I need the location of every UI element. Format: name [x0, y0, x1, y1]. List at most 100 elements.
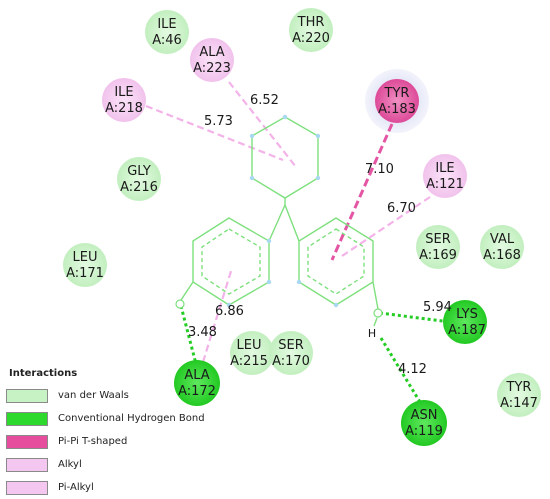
cyclohexane-ring	[251, 116, 319, 199]
residue-ile218[interactable]: ILE A:218	[102, 78, 146, 122]
line-tyr183-ring	[330, 123, 394, 261]
residue-disc	[102, 78, 146, 122]
legend-label: van der Waals	[58, 390, 129, 401]
residue-ser170[interactable]: SER A:170	[269, 331, 313, 375]
residue-chain: A:170	[272, 354, 310, 369]
distance-ala172-ring: 6.86	[215, 304, 244, 319]
distance-lys187: 5.94	[423, 300, 452, 315]
heteroatoms: O O H	[175, 299, 383, 340]
residue-tyr147[interactable]: TYR A:147	[497, 373, 541, 417]
atom-dot	[315, 175, 321, 181]
residue-disc	[230, 331, 274, 375]
residue-name: LEU	[73, 250, 98, 265]
atom-dot	[296, 279, 302, 285]
residue-disc	[174, 360, 220, 406]
atom-dot	[315, 133, 321, 139]
residue-name: SER	[425, 232, 451, 247]
atom-dot	[249, 133, 255, 139]
residue-lys187[interactable]: LYS A:187	[443, 300, 487, 344]
legend: Interactions van der Waals Conventional …	[6, 368, 206, 499]
bond-carbon-right-phenyl	[284, 204, 300, 242]
distance-asn119: 4.12	[398, 362, 427, 377]
residue-name: ALA	[199, 45, 224, 60]
residue-chain: A:171	[66, 266, 104, 281]
atom-dot	[266, 279, 272, 285]
residue-name: THR	[297, 15, 325, 30]
residue-name: SER	[278, 338, 304, 353]
legend-label: Pi-Pi T-shaped	[58, 436, 128, 447]
residue-gly216[interactable]: GLY A:216	[117, 157, 161, 201]
residue-name: VAL	[490, 232, 515, 247]
residue-asn119[interactable]: ASN A:119	[401, 400, 447, 446]
residue-chain: A:119	[405, 424, 443, 439]
residue-disc	[269, 331, 313, 375]
ligand-structure	[180, 116, 379, 327]
residue-disc	[423, 154, 467, 198]
residue-disc	[63, 243, 107, 287]
residues: ILE A:46 THR A:220 ALA A:223 ILE A:218 T…	[63, 8, 541, 446]
legend-item-pi-pi-tshaped: Pi-Pi T-shaped	[6, 430, 206, 453]
residue-disc	[289, 8, 333, 52]
line-ile121-ring	[341, 196, 431, 257]
legend-swatch	[6, 411, 48, 426]
atom-dot	[226, 302, 232, 308]
residue-chain: A:223	[193, 61, 231, 76]
residue-leu215[interactable]: LEU A:215	[230, 331, 274, 375]
residue-name: TYR	[384, 86, 410, 101]
residue-thr220[interactable]: THR A:220	[289, 8, 333, 52]
residue-name: LYS	[456, 307, 478, 322]
atom-dots	[226, 114, 339, 308]
residue-ile121[interactable]: ILE A:121	[423, 154, 467, 198]
residue-name: ASN	[411, 408, 438, 423]
hydrogen-label: H	[368, 327, 376, 340]
line-asn119-hydrogen	[379, 337, 422, 403]
residue-chain: A:147	[500, 396, 538, 411]
residue-disc	[190, 38, 234, 82]
distance-ile121: 6.70	[387, 201, 416, 216]
bond-carbon-left-phenyl	[268, 204, 286, 242]
residue-ile46[interactable]: ILE A:46	[145, 10, 189, 54]
residue-disc	[145, 10, 189, 54]
oxygen-right-atom	[373, 308, 383, 318]
residue-ser169[interactable]: SER A:169	[416, 225, 460, 269]
distance-labels: 5.73 6.52 7.10 6.70 6.86 3.48 5.94 4.12	[188, 93, 452, 377]
residue-name: GLY	[127, 164, 151, 179]
residue-disc	[416, 225, 460, 269]
residue-chain: A:218	[105, 101, 143, 116]
residue-chain: A:172	[178, 384, 216, 399]
residue-name: ILE	[435, 161, 454, 176]
distance-ile218: 5.73	[204, 114, 233, 129]
residue-chain: A:216	[120, 180, 158, 195]
residue-name: LEU	[237, 338, 262, 353]
distance-ala223: 6.52	[250, 93, 279, 108]
legend-swatch	[6, 388, 48, 403]
residue-val168[interactable]: VAL A:168	[480, 225, 524, 269]
interaction-lines	[145, 81, 451, 403]
legend-swatch	[6, 457, 48, 472]
atom-dot	[333, 302, 339, 308]
residue-ala223[interactable]: ALA A:223	[190, 38, 234, 82]
legend-item-alkyl: Alkyl	[6, 453, 206, 476]
residue-disc	[443, 300, 487, 344]
residue-leu171[interactable]: LEU A:171	[63, 243, 107, 287]
residue-chain: A:168	[483, 248, 521, 263]
residue-tyr183[interactable]: TYR A:183	[375, 79, 419, 123]
residue-ala172[interactable]: ALA A:172	[174, 360, 220, 406]
residue-chain: A:215	[230, 354, 268, 369]
right-phenyl-aromatic	[307, 228, 365, 295]
legend-swatch	[6, 434, 48, 449]
legend-label: Conventional Hydrogen Bond	[58, 413, 205, 424]
distance-ala172-oxygen: 3.48	[188, 325, 217, 340]
residue-chain: A:46	[152, 33, 182, 48]
residue-name: ILE	[157, 17, 176, 32]
atom-dot	[266, 238, 272, 244]
atom-dot	[282, 114, 288, 120]
line-ile218-cyclohexane	[145, 104, 284, 162]
residue-chain: A:187	[448, 323, 486, 338]
residue-chain: A:121	[426, 177, 464, 192]
residue-disc	[375, 79, 419, 123]
legend-item-hydrogen-bond: Conventional Hydrogen Bond	[6, 407, 206, 430]
bond-oxygen-hydrogen	[373, 317, 378, 327]
legend-item-pi-alkyl: Pi-Alkyl	[6, 476, 206, 499]
